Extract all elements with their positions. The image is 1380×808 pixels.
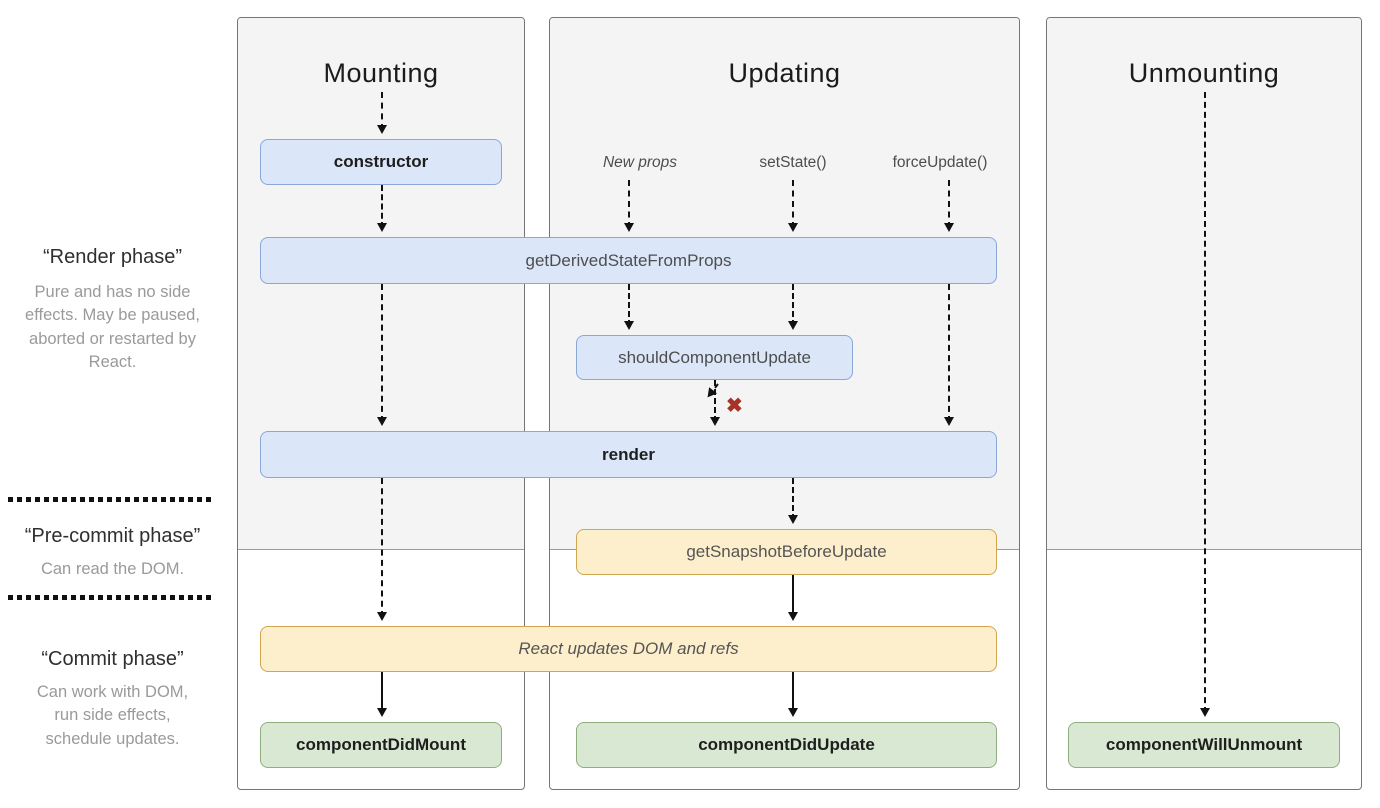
commit-phase-title: “Commit phase” bbox=[41, 648, 184, 670]
get-derived-state-from-props-box[interactable]: getDerivedStateFromProps bbox=[260, 237, 997, 284]
arrow-newprops-to-getderivedstate bbox=[624, 180, 634, 232]
trigger-force-update: forceUpdate() bbox=[892, 154, 988, 171]
arrow-getderivedstate-to-shouldcomponentupdate-left bbox=[624, 284, 634, 330]
commit-phase-description: Can work with DOM, run side effects, sch… bbox=[36, 683, 189, 748]
arrow-render-to-getsnapshot bbox=[788, 478, 798, 524]
arrow-getderivedstate-to-render-mounting bbox=[377, 284, 387, 426]
column-unmounting-title: Unmounting bbox=[1128, 58, 1280, 88]
should-component-update-box[interactable]: shouldComponentUpdate bbox=[576, 335, 853, 380]
arrow-mounting-to-constructor bbox=[377, 92, 387, 134]
render-phase-description: Pure and has no side effects. May be pau… bbox=[25, 283, 200, 372]
phase-divider-bottom bbox=[8, 595, 212, 600]
react-updates-dom-box: React updates DOM and refs bbox=[260, 626, 997, 672]
arrow-render-to-reactupdates-mounting bbox=[377, 478, 387, 621]
arrow-forceupdate-to-getderivedstate bbox=[944, 180, 954, 232]
arrow-forceupdate-bypass-to-render bbox=[944, 284, 954, 426]
skip-x-icon: ✖ bbox=[726, 395, 743, 417]
component-did-update-box[interactable]: componentDidUpdate bbox=[576, 722, 997, 768]
trigger-new-props: New props bbox=[602, 154, 678, 171]
arrow-reactupdates-to-componentdidupdate bbox=[788, 672, 798, 717]
render-phase-title: “Render phase” bbox=[43, 246, 182, 268]
arrow-constructor-to-getderivedstate bbox=[377, 185, 387, 232]
arrow-setstate-to-getderivedstate bbox=[788, 180, 798, 232]
arrow-reactupdates-to-componentdidmount bbox=[377, 672, 387, 717]
column-mounting-title: Mounting bbox=[323, 58, 439, 88]
arrow-getsnapshot-to-reactupdates bbox=[788, 575, 798, 621]
phase-divider-top bbox=[8, 497, 212, 502]
column-updating-title: Updating bbox=[728, 58, 841, 88]
component-did-mount-box[interactable]: componentDidMount bbox=[260, 722, 502, 768]
component-will-unmount-box[interactable]: componentWillUnmount bbox=[1068, 722, 1340, 768]
arrow-unmounting-to-componentwillunmount bbox=[1200, 92, 1210, 717]
get-snapshot-before-update-box[interactable]: getSnapshotBeforeUpdate bbox=[576, 529, 997, 575]
trigger-set-state: setState() bbox=[759, 154, 827, 171]
arrow-shouldcomponentupdate-to-render bbox=[710, 380, 720, 426]
render-box[interactable]: render bbox=[260, 431, 997, 478]
constructor-box[interactable]: constructor bbox=[260, 139, 502, 185]
pre-commit-phase-description: Can read the DOM. bbox=[40, 560, 185, 578]
arrow-getderivedstate-to-shouldcomponentupdate-right bbox=[788, 284, 798, 330]
pre-commit-phase-title: “Pre-commit phase” bbox=[24, 525, 201, 547]
